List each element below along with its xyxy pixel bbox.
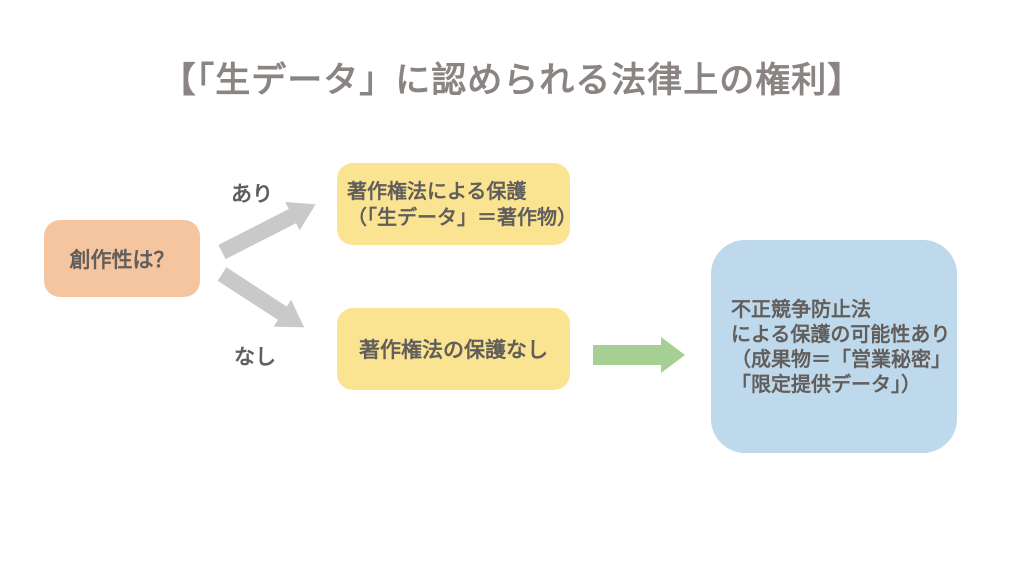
node-unfair-competition-line3: （成果物＝「営業秘密」 [731, 346, 951, 371]
page-title: 【「生データ」に認められる法律上の権利】 [160, 61, 864, 101]
node-unfair-competition-line4: 「限定提供データ」） [731, 371, 921, 396]
node-copyright-protected-line1: 著作権法による保護 [347, 179, 527, 203]
node-unfair-competition: 不正競争防止法 による保護の可能性あり （成果物＝「営業秘密」 「限定提供データ… [711, 240, 957, 453]
edge-label-yes: あり [231, 182, 273, 206]
node-copyright-none: 著作権法の保護なし [337, 308, 570, 390]
arrow-no-icon [217, 267, 305, 328]
node-unfair-competition-line1: 不正競争防止法 [731, 296, 871, 321]
node-copyright-protected: 著作権法による保護 （「生データ」＝著作物） [337, 163, 577, 245]
edge-label-no: なし [234, 345, 276, 369]
arrow-to-unfair-competition-icon [593, 337, 685, 373]
node-unfair-competition-line2: による保護の可能性あり [731, 321, 951, 346]
node-question-label: 創作性は？ [69, 247, 175, 272]
node-copyright-protected-line2: （「生データ」＝著作物） [347, 205, 577, 229]
node-copyright-none-label: 著作権法の保護なし [359, 338, 548, 362]
node-question: 創作性は？ [44, 220, 200, 297]
